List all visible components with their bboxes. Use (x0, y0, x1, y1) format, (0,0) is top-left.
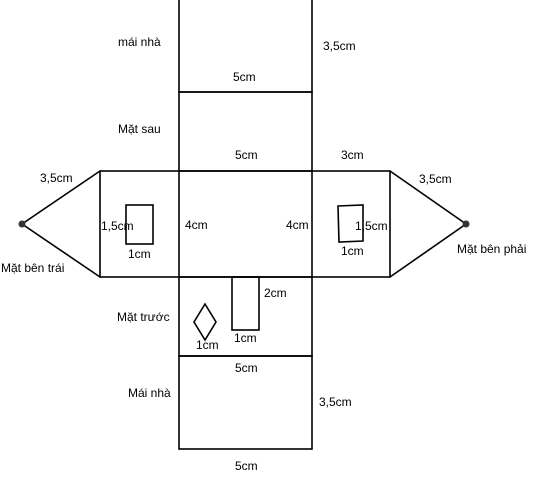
dim-roof-top-width: 5cm (233, 70, 256, 84)
dim-right-window-width: 1cm (341, 244, 364, 258)
dim-roof-bottom-width: 5cm (235, 459, 258, 473)
dim-right-depth: 3cm (341, 148, 364, 162)
dim-door-width: 1cm (234, 331, 257, 345)
dim-door-height: 2cm (264, 286, 287, 300)
diamond-window (193, 302, 217, 342)
dim-left-height: 4cm (185, 218, 208, 232)
left-window (125, 204, 154, 245)
roof-bottom-panel (178, 355, 313, 450)
label-back-face: Mặt sau (118, 122, 161, 136)
right-window (337, 204, 364, 243)
left-apex-dot (18, 220, 26, 228)
label-roof-top: mái nhà (118, 35, 161, 49)
dim-left-slant: 3,5cm (40, 171, 73, 185)
dim-left-window-width: 1cm (128, 247, 151, 261)
dim-right-height: 4cm (286, 218, 309, 232)
label-front-face: Mặt trước (117, 310, 170, 324)
right-apex-dot (462, 220, 470, 228)
dim-left-window-height: 1,5cm (101, 219, 134, 233)
dim-back-width: 5cm (235, 148, 258, 162)
label-roof-bottom: Mái nhà (128, 386, 171, 400)
dim-roof-top-side: 3,5cm (323, 39, 356, 53)
dim-roof-bottom-side: 3,5cm (319, 395, 352, 409)
door (231, 276, 260, 331)
right-gable (389, 170, 468, 278)
label-left-face: Mặt bên trái (1, 261, 64, 275)
dim-right-slant: 3,5cm (419, 172, 452, 186)
middle-strip (99, 170, 391, 278)
dim-front-width: 5cm (235, 361, 258, 375)
dim-right-window-height: 1,5cm (355, 219, 388, 233)
dim-diamond-width: 1cm (196, 338, 219, 352)
label-right-face: Mặt bên phải (457, 242, 526, 256)
